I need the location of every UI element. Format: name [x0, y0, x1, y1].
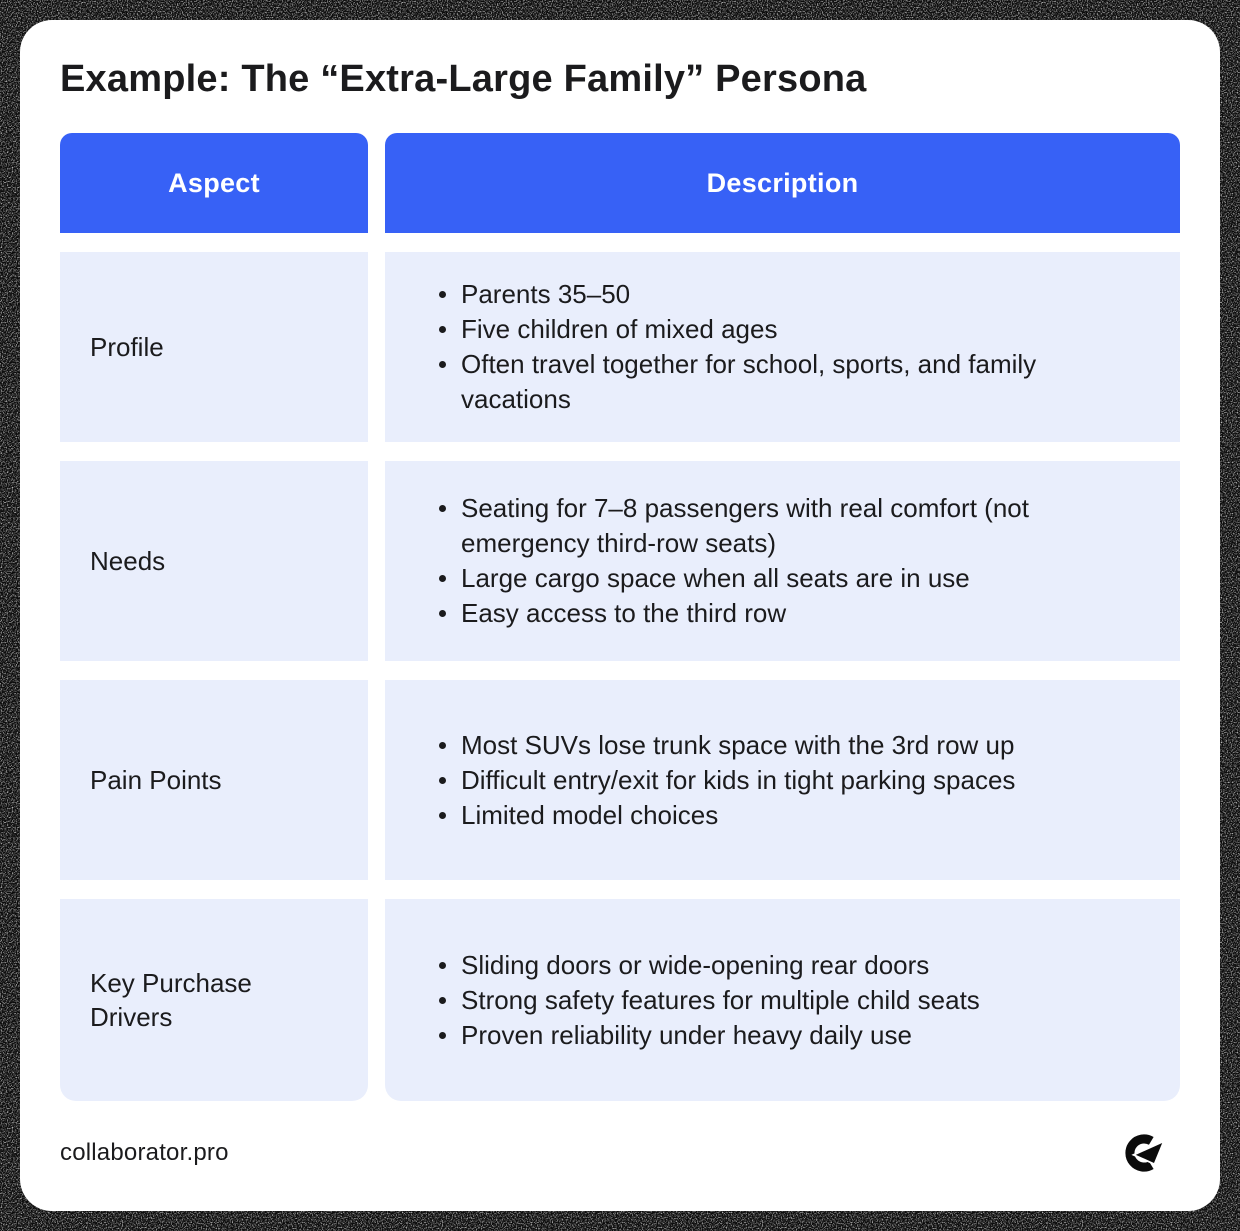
- aspect-label: Pain Points: [90, 765, 222, 795]
- page-title: Example: The “Extra-Large Family” Person…: [60, 58, 867, 100]
- bullet-item: Seating for 7–8 passengers with real com…: [435, 491, 1061, 561]
- description-cell-pain-points: Most SUVs lose trunk space with the 3rd …: [385, 680, 1180, 880]
- bullet-list: Seating for 7–8 passengers with real com…: [435, 491, 1061, 631]
- aspect-label: Profile: [90, 332, 164, 362]
- aspect-label: Needs: [90, 546, 166, 576]
- bullet-item: Five children of mixed ages: [435, 312, 1061, 347]
- bullet-item: Large cargo space when all seats are in …: [435, 561, 1061, 596]
- bullet-item: Strong safety features for multiple chil…: [435, 983, 1061, 1018]
- bullet-item: Sliding doors or wide-opening rear doors: [435, 948, 1061, 983]
- column-header-description: Description: [385, 133, 1180, 233]
- bullet-item: Often travel together for school, sports…: [435, 347, 1061, 417]
- c-cursor-logo-icon: [1125, 1134, 1164, 1172]
- bullet-item: Limited model choices: [435, 798, 1061, 833]
- bullet-item: Difficult entry/exit for kids in tight p…: [435, 763, 1061, 798]
- persona-table: Aspect Description Profile Parents 35–50…: [60, 133, 1180, 1101]
- description-cell-key-purchase-drivers: Sliding doors or wide-opening rear doors…: [385, 899, 1180, 1101]
- bullet-list: Parents 35–50 Five children of mixed age…: [435, 277, 1061, 417]
- bullet-item: Most SUVs lose trunk space with the 3rd …: [435, 728, 1061, 763]
- persona-card: Example: The “Extra-Large Family” Person…: [20, 20, 1220, 1211]
- aspect-label: Key Purchase Drivers: [90, 968, 252, 1032]
- column-header-aspect: Aspect: [60, 133, 368, 233]
- bullet-item: Parents 35–50: [435, 277, 1061, 312]
- aspect-cell-needs: Needs: [60, 461, 368, 661]
- description-cell-needs: Seating for 7–8 passengers with real com…: [385, 461, 1180, 661]
- footer: collaborator.pro: [60, 1133, 1180, 1173]
- bullet-list: Most SUVs lose trunk space with the 3rd …: [435, 728, 1061, 833]
- aspect-cell-profile: Profile: [60, 252, 368, 442]
- bullet-item: Easy access to the third row: [435, 596, 1061, 631]
- site-name: collaborator.pro: [60, 1139, 229, 1166]
- description-cell-profile: Parents 35–50 Five children of mixed age…: [385, 252, 1180, 442]
- bullet-list: Sliding doors or wide-opening rear doors…: [435, 948, 1061, 1053]
- aspect-cell-pain-points: Pain Points: [60, 680, 368, 880]
- bullet-item: Proven reliability under heavy daily use: [435, 1018, 1061, 1053]
- aspect-cell-key-purchase-drivers: Key Purchase Drivers: [60, 899, 368, 1101]
